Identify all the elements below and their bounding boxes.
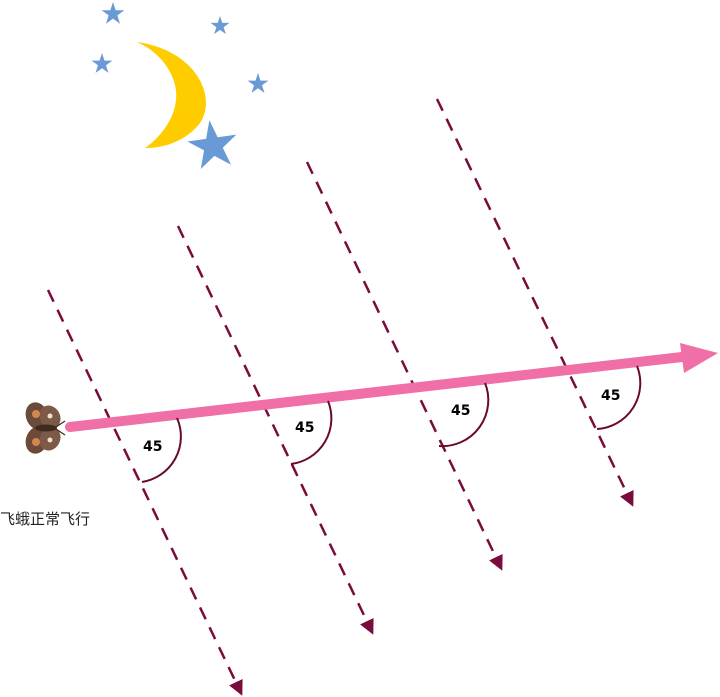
moth-icon (25, 402, 66, 454)
angle-label: 45 (601, 388, 620, 404)
light-ray (46, 289, 243, 696)
star-icon (187, 120, 237, 169)
light-ray (435, 98, 634, 507)
diagram-caption: 飞蛾正常飞行 (0, 510, 91, 528)
angle-label: 45 (451, 403, 470, 419)
angle-label: 45 (295, 420, 314, 436)
angle-arc (141, 417, 182, 483)
star-icon (247, 73, 269, 93)
light-rays (46, 98, 634, 696)
angle-arc (290, 400, 333, 465)
star-icon (210, 16, 230, 35)
angle-arc (438, 382, 490, 448)
star-icon (101, 2, 125, 24)
angle-arcs (141, 365, 642, 483)
flight-arrow (65, 343, 718, 432)
star-icon (91, 53, 113, 73)
angle-arc (596, 365, 642, 430)
light-ray (176, 225, 374, 635)
light-ray (305, 161, 503, 571)
crescent-moon-icon (137, 42, 206, 148)
angle-label: 45 (143, 439, 162, 455)
